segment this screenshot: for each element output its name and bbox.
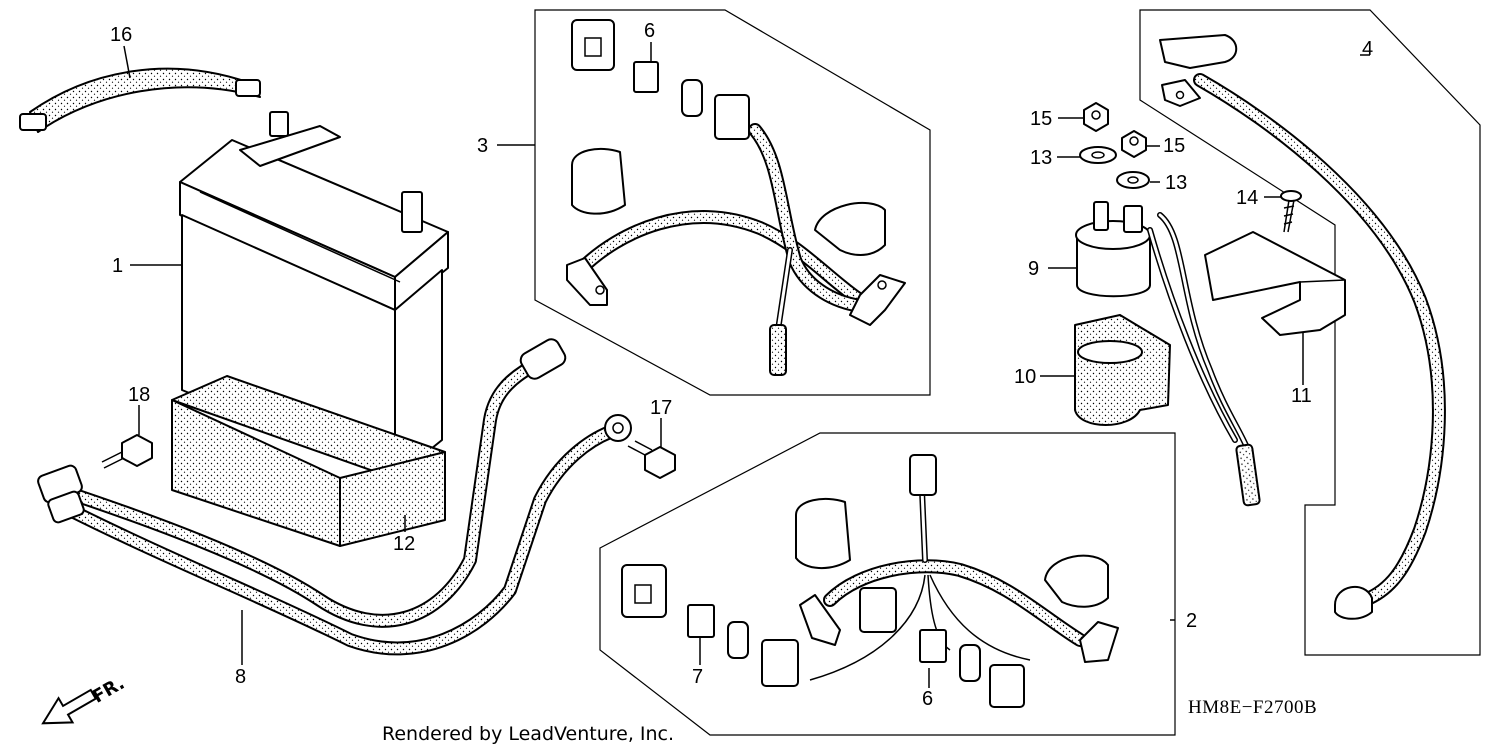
callout-8: 8: [235, 666, 246, 688]
leader-lines: [123, 42, 1370, 688]
group-outline-harness-upper: [534, 9, 931, 396]
callout-15-left: 15: [1030, 108, 1052, 130]
callout-6-upper: 6: [644, 20, 655, 42]
nut-15b: [1121, 130, 1147, 158]
bolt-18: [101, 434, 153, 469]
callout-15-right: 15: [1163, 135, 1185, 157]
callout-numbers: 1 2 3 4 6 6 7 8 9 10 11 12 13 13 14 15 1…: [110, 20, 1373, 710]
battery: [179, 111, 449, 479]
callout-9: 9: [1028, 258, 1039, 280]
callout-18: 18: [128, 384, 150, 406]
callout-13-right: 13: [1165, 172, 1187, 194]
callout-16: 16: [110, 24, 132, 46]
callout-13-left: 13: [1030, 147, 1052, 169]
battery-cables: [37, 338, 632, 656]
callout-12: 12: [393, 533, 415, 555]
credit-text: Rendered by LeadVenture, Inc.: [382, 723, 674, 745]
callout-14: 14: [1236, 187, 1258, 209]
callout-1: 1: [112, 255, 123, 277]
callout-3: 3: [477, 135, 488, 157]
callout-6-lower: 6: [922, 688, 933, 710]
starter-cable: [1159, 34, 1446, 620]
callout-17: 17: [650, 397, 672, 419]
battery-pad: [171, 375, 446, 547]
washer-13b: [1116, 171, 1150, 189]
relay-holder-rubber: [1074, 314, 1171, 426]
relay-bracket: [1204, 231, 1346, 336]
bolt-17: [627, 440, 676, 479]
callout-4: 4: [1362, 38, 1373, 60]
screw-14: [1280, 190, 1302, 233]
battery-band: [19, 67, 261, 133]
direction-label: FR.: [89, 673, 128, 708]
starter-relay: [1075, 201, 1261, 507]
diagram-code: HM8E−F2700B: [1188, 697, 1317, 718]
callout-11: 11: [1291, 385, 1312, 407]
group-outline-cable-4: [1139, 9, 1481, 656]
nut-15a: [1083, 102, 1109, 132]
callout-7: 7: [692, 666, 703, 688]
washer-13a: [1079, 146, 1117, 164]
group-outline-harness-lower: [599, 432, 1176, 736]
callout-10: 10: [1014, 366, 1036, 388]
callout-2: 2: [1186, 610, 1197, 632]
front-direction-arrow-icon: [41, 688, 98, 725]
harness-upper: [566, 19, 906, 376]
harness-lower: [621, 454, 1119, 708]
